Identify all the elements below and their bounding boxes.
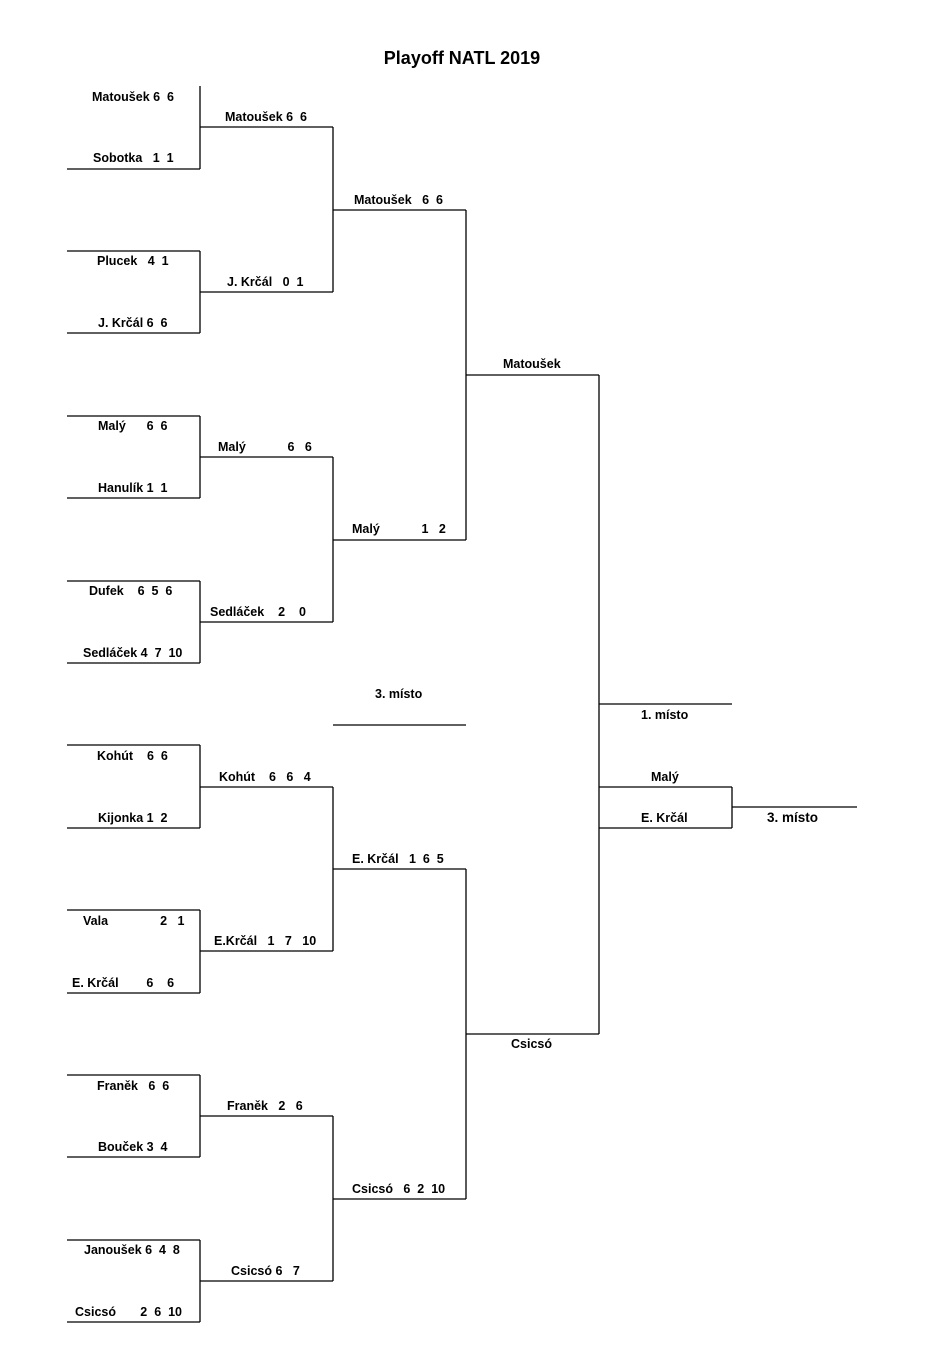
- r2-player: Kohút 6 6 4: [219, 770, 311, 784]
- r1-player: Janoušek 6 4 8: [84, 1243, 180, 1257]
- r1-player: Vala 2 1: [83, 914, 185, 928]
- r2-player: Matoušek 6 6: [225, 110, 307, 124]
- r3-player: Csicsó 6 2 10: [352, 1182, 446, 1196]
- r1-player: E. Krčál 6 6: [72, 976, 175, 990]
- r2-player: Sedláček 2 0: [210, 605, 306, 619]
- r1-player: Matoušek 6 6: [92, 90, 174, 104]
- r2-player: Csicsó 6 7: [231, 1264, 300, 1278]
- third-place-label: 3. místo: [375, 687, 423, 701]
- r2-player: E.Krčál 1 7 10: [214, 934, 317, 948]
- r1-player: Sobotka 1 1: [93, 151, 174, 165]
- r1-player: J. Krčál 6 6: [98, 316, 168, 330]
- r1-player: Sedláček 4 7 10: [83, 646, 183, 660]
- r2-player: J. Krčál 0 1: [227, 275, 304, 289]
- r1-player: Kijonka 1 2: [98, 811, 168, 825]
- r3-player: Matoušek 6 6: [354, 193, 443, 207]
- r2-player: Malý 6 6: [218, 440, 312, 454]
- r1-player: Hanulík 1 1: [98, 481, 168, 495]
- r1-player: Plucek 4 1: [97, 254, 169, 268]
- r1-player: Franěk 6 6: [97, 1079, 170, 1093]
- first-place-label: 1. místo: [641, 708, 689, 722]
- third-place-contender: E. Krčál: [641, 811, 688, 825]
- r2-player: Franěk 2 6: [227, 1099, 303, 1113]
- r1-player: Malý 6 6: [98, 419, 168, 433]
- r3-player: Malý 1 2: [352, 522, 446, 536]
- round2-lines: [332, 127, 466, 1281]
- finalist: Csicsó: [511, 1037, 552, 1051]
- final-lines: [598, 375, 857, 1034]
- round3-lines: [465, 210, 599, 1199]
- r3-player: E. Krčál 1 6 5: [352, 852, 444, 866]
- r1-player: Bouček 3 4: [98, 1140, 168, 1154]
- r1-player: Dufek 6 5 6: [89, 584, 173, 598]
- third-place-result-label: 3. místo: [767, 810, 819, 825]
- third-place-contender: Malý: [651, 770, 679, 784]
- finalist: Matoušek: [503, 357, 561, 371]
- page-title: Playoff NATL 2019: [383, 48, 541, 68]
- r1-player: Csicsó 2 6 10: [75, 1305, 183, 1319]
- round1-lines: [67, 86, 333, 1323]
- r1-player: Kohút 6 6: [97, 749, 168, 763]
